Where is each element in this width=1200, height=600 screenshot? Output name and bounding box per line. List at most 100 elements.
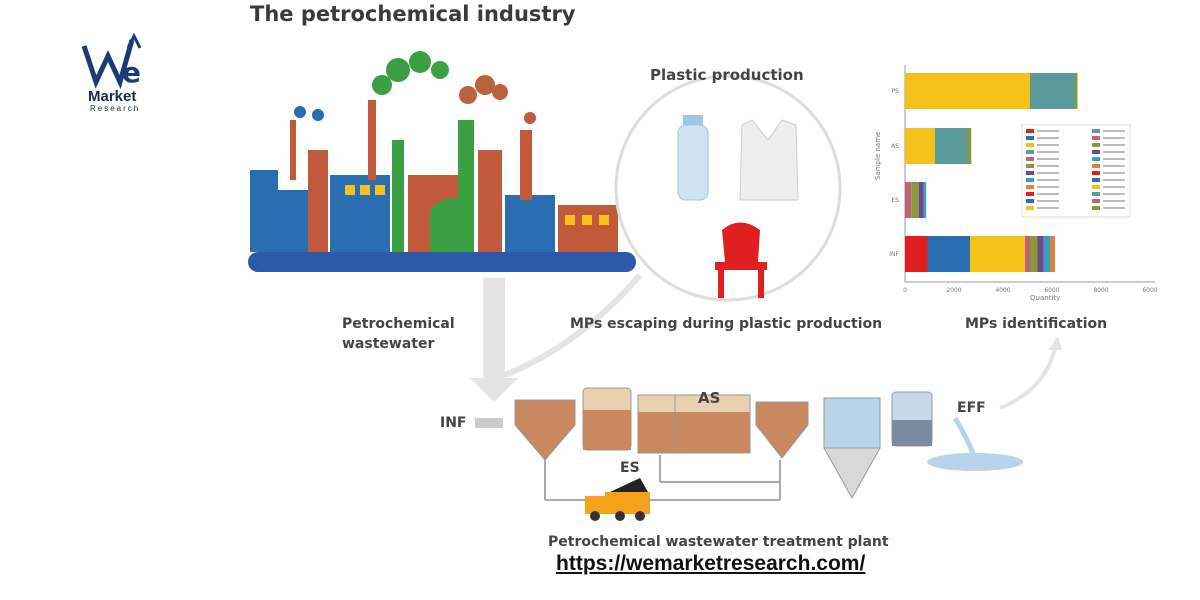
chart-bar-segment	[967, 128, 972, 164]
chart-category-label: INF	[889, 251, 899, 258]
chart-legend-entry-blur	[1103, 200, 1125, 202]
logo-market-text: Market	[88, 88, 137, 105]
chart-category-label: PS	[892, 88, 900, 95]
chart-category-label: AS	[891, 143, 899, 150]
chart-legend-entry-blur	[1037, 207, 1059, 209]
chart-legend-swatch	[1092, 129, 1100, 133]
chart-bar-segment	[911, 182, 919, 218]
chart-x-axis-title: Quantity	[1030, 294, 1060, 302]
chart-legend-swatch	[1092, 136, 1100, 140]
chart-legend-entry-blur	[1037, 193, 1059, 195]
chart-legend-entry-blur	[1037, 158, 1059, 160]
chart-bar-segment	[1037, 236, 1044, 272]
chart-legend-swatch	[1026, 164, 1034, 168]
chart-tick-label: 8000	[1093, 287, 1108, 294]
chart-bar-segment	[970, 236, 1025, 272]
chart-legend-entry-blur	[1037, 186, 1059, 188]
chart-tick-label: 6000	[1142, 287, 1157, 294]
chart-bar-segment	[905, 73, 1030, 109]
chart-legend-swatch	[1092, 157, 1100, 161]
chart-legend-swatch	[1092, 192, 1100, 196]
mps-identification-label: MPs identification	[965, 316, 1108, 332]
chart-bar-segment	[1075, 73, 1078, 109]
chart-legend-swatch	[1026, 143, 1034, 147]
chart-legend-entry-blur	[1037, 200, 1059, 202]
chart-bar-segment	[923, 182, 927, 218]
chart-legend-entry-blur	[1103, 137, 1125, 139]
website-link[interactable]: https://wemarketresearch.com/	[556, 552, 866, 575]
chart-bar-segment	[905, 128, 935, 164]
diagram-title: The petrochemical industry	[250, 2, 576, 26]
mps-escaping-label: MPs escaping during plastic production	[570, 316, 883, 332]
chart-bar-segment	[1025, 236, 1030, 272]
petrochemical-wastewater-label-line2: wastewater	[342, 336, 435, 352]
chart-legend-swatch	[1026, 199, 1034, 203]
chart-bar-segment	[1030, 236, 1038, 272]
mps-escape-arrow	[503, 273, 643, 378]
logo-research-text: Research	[90, 104, 141, 113]
chart-legend-entry-blur	[1103, 130, 1125, 132]
chart-legend-entry-blur	[1103, 158, 1125, 160]
chart-category-label: ES	[891, 197, 899, 204]
factory-ground	[248, 252, 636, 272]
chart-legend-entry-blur	[1103, 151, 1125, 153]
chart-legend-swatch	[1026, 185, 1034, 189]
factory-buildings	[250, 100, 618, 252]
as-label: AS	[698, 389, 721, 407]
inlet-pipe	[475, 418, 503, 428]
logo-letter-e: e	[122, 56, 141, 89]
chart-legend-entry-blur	[1103, 172, 1125, 174]
treatment-plant-label: Petrochemical wastewater treatment plant	[548, 534, 889, 550]
chart-legend-entry-blur	[1037, 165, 1059, 167]
chart-legend-entry-blur	[1037, 144, 1059, 146]
chart-legend-swatch	[1026, 178, 1034, 182]
chart-legend-swatch	[1026, 129, 1034, 133]
chart-legend-swatch	[1026, 150, 1034, 154]
plastic-production-circle	[614, 74, 842, 302]
factory-smoke	[294, 51, 536, 124]
treatment-plant	[475, 387, 1023, 501]
logo-arrow	[126, 32, 142, 49]
chart-legend-entry-blur	[1103, 165, 1125, 167]
chart-legend-swatch	[1092, 185, 1100, 189]
chart-legend-entry-blur	[1037, 172, 1059, 174]
chart-legend-entry-blur	[1037, 137, 1059, 139]
chart-legend-entry-blur	[1037, 179, 1059, 181]
chart-legend	[1021, 124, 1131, 218]
chart-bar-segment	[1050, 236, 1055, 272]
chart-legend-entry-blur	[1103, 207, 1125, 209]
chart-y-axis-title: Sample name	[874, 132, 882, 180]
chart-legend-entry-blur	[1103, 144, 1125, 146]
chart-legend-swatch	[1026, 136, 1034, 140]
plastic-bag-icon	[739, 119, 799, 201]
es-label: ES	[620, 460, 640, 476]
chart-bar-segment	[1043, 236, 1050, 272]
chart-legend-swatch	[1092, 143, 1100, 147]
chart-legend-entry-blur	[1103, 186, 1125, 188]
chart-legend-entry-blur	[1037, 130, 1059, 132]
chart-legend-entry-blur	[1103, 193, 1125, 195]
chart-legend-entry-blur	[1037, 151, 1059, 153]
chart-tick-label: 0	[903, 287, 907, 294]
chart-legend-swatch	[1092, 164, 1100, 168]
plastic-bottle-icon	[677, 115, 709, 201]
wastewater-flow-arrow	[470, 278, 518, 402]
effluent-puddle	[927, 453, 1023, 471]
chart-tick-label: 4000	[995, 287, 1010, 294]
sludge-truck-icon	[585, 478, 650, 521]
petrochemical-wastewater-label-line1: Petrochemical	[342, 316, 455, 332]
chart-legend-swatch	[1026, 171, 1034, 175]
identification-arrow	[999, 347, 1057, 410]
chart-bar-segment	[905, 236, 928, 272]
chart-bar-segment	[905, 182, 912, 218]
chart-legend-entry-blur	[1103, 179, 1125, 181]
chart-legend-swatch	[1092, 206, 1100, 210]
chart-tick-label: 2000	[946, 287, 961, 294]
chart-legend-swatch	[1092, 178, 1100, 182]
chart-legend-swatch	[1026, 157, 1034, 161]
chart-legend-swatch	[1092, 171, 1100, 175]
chart-legend-swatch	[1026, 206, 1034, 210]
chart-bar-segment	[927, 236, 970, 272]
chart-legend-swatch	[1092, 150, 1100, 154]
